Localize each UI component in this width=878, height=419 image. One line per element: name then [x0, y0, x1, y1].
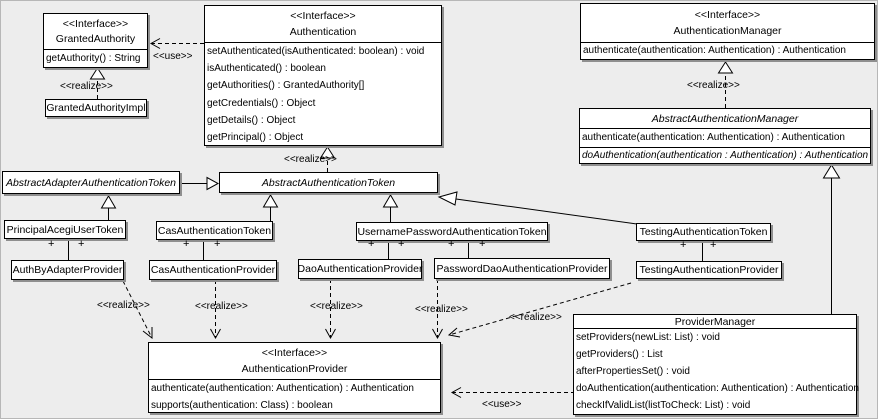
method: afterPropertiesSet() : void: [576, 365, 690, 377]
method: authenticate(authentication: Authenticat…: [580, 129, 870, 148]
edge-label-realize: <<realize>>: [509, 312, 562, 323]
class-name: AuthenticationManager: [673, 25, 782, 38]
method: authenticate(authentication: Authenticat…: [583, 45, 846, 56]
edge-realize-authbyadapter: [122, 280, 153, 340]
class-provider-manager: ProviderManager setProviders(newList: Li…: [573, 314, 859, 415]
multiplicity-plus: +: [214, 238, 221, 250]
method: getCredentials() : Object: [207, 97, 316, 109]
method: setProviders(newList: List) : void: [576, 331, 720, 343]
class-name: PrincipalAcegiUserToken: [6, 223, 124, 236]
edge-generalization-testing-token: [437, 191, 638, 225]
class-authentication-provider: <<Interface>> AuthenticationProvider aut…: [148, 342, 441, 413]
class-auth-by-adapter-provider: AuthByAdapterProvider: [11, 260, 124, 280]
edge-label-realize: <<realize>>: [60, 81, 113, 92]
method: checkIfValidList(listToCheck: List) : vo…: [576, 400, 751, 412]
class-granted-authority: <<Interface>> GrantedAuthority getAuthor…: [43, 13, 148, 68]
class-name: AuthenticationProvider: [241, 363, 348, 375]
class-name: AbstractAdapterAuthenticationToken: [5, 176, 177, 189]
edge-realize-abstract-token: [319, 146, 336, 172]
class-name: AbstractAuthenticationToken: [261, 176, 396, 189]
class-username-password-authentication-token: UsernamePasswordAuthenticationToken: [356, 222, 548, 241]
class-name: ProviderManager: [574, 315, 856, 329]
edge-realize-testing-provider: [447, 282, 632, 338]
class-granted-authority-impl: GrantedAuthorityImpl: [45, 99, 147, 117]
class-name: CasAuthenticationToken: [157, 224, 272, 237]
edge-label-realize: <<realize>>: [415, 304, 468, 315]
method: getPrincipal() : Object: [207, 132, 304, 144]
edge-label-use: <<use>>: [482, 399, 522, 410]
class-name: GrantedAuthority: [55, 33, 136, 46]
method: setAuthenticated(isAuthenticated: boolea…: [207, 45, 425, 57]
class-password-dao-authentication-provider: PasswordDaoAuthenticationProvider: [434, 258, 610, 279]
stereotype: <<Interface>>: [62, 17, 129, 30]
class-abstract-authentication-token: AbstractAuthenticationToken: [219, 172, 438, 193]
class-name: GrantedAuthorityImpl: [46, 102, 146, 114]
edge-label-use: <<use>>: [153, 51, 193, 62]
multiplicity-plus: +: [680, 239, 687, 251]
edge-generalization-adapter-to-abstract-token: [180, 176, 220, 191]
edge-use-authentication-provider: [450, 387, 573, 398]
class-authentication-manager: <<Interface>> AuthenticationManager auth…: [580, 3, 875, 60]
edge-realize-dao-provider: [325, 279, 336, 340]
edge-label-realize: <<realize>>: [284, 154, 337, 165]
multiplicity-plus: +: [398, 238, 405, 250]
class-cas-authentication-token: CasAuthenticationToken: [156, 221, 273, 240]
edge-realize-cas-provider: [210, 280, 221, 340]
method: getAuthority() : String: [46, 52, 141, 64]
multiplicity-plus: +: [479, 238, 486, 250]
stereotype: <<Interface>>: [694, 8, 761, 21]
edge-label-realize: <<realize>>: [195, 301, 248, 312]
class-name: AuthByAdapterProvider: [12, 264, 123, 276]
class-abstract-authentication-manager: AbstractAuthenticationManager authentica…: [579, 108, 871, 164]
edge-realize-passworddao-provider: [432, 279, 443, 340]
multiplicity-plus: +: [48, 238, 55, 250]
method: getDetails() : Object: [207, 114, 296, 126]
multiplicity-plus: +: [183, 238, 190, 250]
stereotype: <<Interface>>: [290, 10, 356, 22]
class-dao-authentication-provider: DaoAuthenticationProvider: [298, 259, 422, 279]
edge-realize-abstract-manager: [717, 61, 734, 108]
class-name: DaoAuthenticationProvider: [297, 263, 423, 275]
multiplicity-plus: +: [368, 238, 375, 250]
class-name: UsernamePasswordAuthenticationToken: [357, 225, 547, 238]
class-abstract-adapter-authentication-token: AbstractAdapterAuthenticationToken: [2, 171, 180, 194]
multiplicity-plus: +: [448, 238, 455, 250]
edge-generalization-provider-manager: [822, 164, 841, 314]
class-name: PasswordDaoAuthenticationProvider: [436, 262, 608, 275]
class-testing-authentication-token: TestingAuthenticationToken: [636, 223, 771, 241]
class-name: TestingAuthenticationProvider: [639, 264, 779, 276]
class-name: CasAuthenticationProvider: [150, 264, 276, 276]
class-cas-authentication-provider: CasAuthenticationProvider: [149, 260, 277, 280]
method: getProviders() : List: [576, 348, 663, 360]
class-name: AbstractAuthenticationManager: [580, 109, 870, 129]
edge-generalization-upat-token: [382, 194, 399, 222]
multiplicity-plus: +: [78, 238, 85, 250]
class-name: TestingAuthenticationToken: [639, 226, 768, 238]
edge-generalization-principal-to-adapter: [100, 195, 117, 220]
method: doAuthentication(authentication : Authen…: [582, 149, 869, 161]
edge-label-realize: <<realize>>: [687, 80, 740, 91]
class-name: Authentication: [289, 26, 357, 38]
edge-realize-granted-authority-impl: [89, 67, 106, 99]
edge-use-granted-authority: [149, 38, 204, 49]
method: getAuthorities() : GrantedAuthority[]: [207, 80, 365, 92]
edge-generalization-cas-token: [262, 194, 279, 221]
stereotype: <<Interface>>: [261, 347, 328, 359]
method: supports(authentication: Class) : boolea…: [151, 399, 333, 411]
edge-label-realize: <<realize>>: [97, 300, 150, 311]
multiplicity-plus: +: [710, 239, 717, 251]
class-testing-authentication-provider: TestingAuthenticationProvider: [636, 261, 782, 279]
method: doAuthentication(authentication: Authent…: [576, 383, 859, 395]
method: authenticate(authentication: Authenticat…: [151, 382, 414, 394]
method: isAuthenticated() : boolean: [207, 62, 326, 74]
class-authentication: <<Interface>> Authentication setAuthenti…: [204, 5, 442, 146]
edge-label-realize: <<realize>>: [310, 301, 363, 312]
class-principal-acegi-user-token: PrincipalAcegiUserToken: [4, 220, 126, 239]
